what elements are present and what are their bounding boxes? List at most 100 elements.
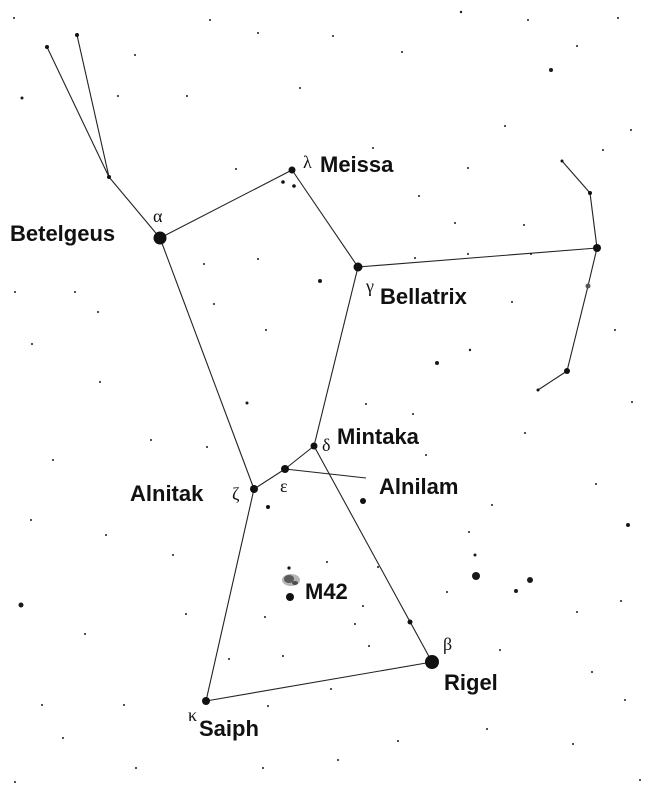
field-star [99,381,101,383]
field-star [446,591,448,593]
field-star [228,658,230,660]
line-bellatrix-mintaka [313,266,359,447]
star-sword-top [287,566,291,570]
field-star [595,483,597,485]
star-betelgeuse [153,231,167,245]
field-star [13,17,15,19]
line-mintaka-rigel [313,445,433,663]
field-star [257,258,259,260]
field-star [626,523,630,527]
field-star [576,611,578,613]
field-star [262,767,264,769]
field-star [52,459,54,461]
field-star [523,224,525,226]
star-arm-mid [107,175,111,179]
label-meissa: Meissa [320,152,394,177]
line-alnitak-saiph [205,488,255,702]
field-star [412,413,414,415]
field-star [499,649,501,651]
star-meissa-companion-2 [292,184,296,188]
field-star [245,401,249,405]
field-star [435,361,439,365]
field-star [135,767,137,769]
greek-saiph: κ [188,705,197,725]
star-arm-tip-1 [45,45,49,49]
field-star [337,759,339,761]
field-star [624,699,626,701]
star-belt-below-1 [266,505,270,509]
field-star [117,95,119,97]
line-arm-3 [108,176,161,239]
field-star [354,623,356,625]
field-star [617,17,619,19]
label-bellatrix: Bellatrix [380,284,468,309]
greek-mintaka: δ [322,435,330,455]
field-star [14,291,16,293]
greek-alnilam: ε [280,476,288,496]
constellation-stars [45,33,601,705]
label-alnilam: Alnilam [379,474,458,499]
line-alnilam-pointer [284,468,367,479]
field-star [264,616,266,618]
field-star [491,504,493,506]
field-star [527,577,533,583]
greek-bellatrix: γ [365,276,374,296]
field-star [105,534,107,536]
greek-rigel: β [443,634,452,654]
field-star [631,401,633,403]
field-star [486,728,488,730]
field-star [185,613,187,615]
field-star [524,432,526,434]
star-shield-6 [536,388,540,392]
field-star [454,222,456,224]
m42-nebula-icon [282,574,300,586]
field-star [326,561,328,563]
field-star [330,688,332,690]
field-star [549,68,553,72]
field-star [134,54,136,56]
label-alnitak: Alnitak [130,481,204,506]
field-star [468,348,472,352]
line-shield-2 [589,192,598,249]
field-star [614,329,616,331]
greek-meissa: λ [303,152,312,172]
star-meissa [288,166,296,174]
star-belt-below-2 [360,498,366,504]
field-star [602,149,604,151]
line-shield-1 [561,160,591,194]
field-star [504,125,506,127]
field-star [18,602,24,608]
label-m42: M42 [305,579,348,604]
field-star [257,32,259,34]
constellation-lines [46,34,598,702]
star-shield-5 [564,368,570,374]
field-star [527,19,529,21]
star-rigel [425,655,439,669]
field-star [203,263,205,265]
star-labels: α Betelgeus λ Meissa γ Bellatrix δ Minta… [10,152,498,741]
field-star [30,519,32,521]
line-alnilam-mintaka [284,445,315,470]
field-star [639,779,641,781]
field-star [206,446,208,448]
label-rigel: Rigel [444,670,498,695]
field-star [514,589,518,593]
field-star [213,303,215,305]
line-bellatrix-shield [357,247,598,268]
field-star [472,572,480,580]
star-shield-2 [588,191,592,195]
field-star [267,705,269,707]
field-star [186,95,188,97]
line-betelgeuse-meissa [159,169,293,239]
field-star [397,740,399,742]
field-star [299,87,301,89]
field-star [377,566,379,568]
label-mintaka: Mintaka [337,424,420,449]
field-star [459,10,463,14]
star-saiph [202,697,210,705]
star-shield-4 [585,283,591,289]
star-m42-core [286,593,294,601]
field-star [362,605,364,607]
star-shield-1 [560,159,564,163]
